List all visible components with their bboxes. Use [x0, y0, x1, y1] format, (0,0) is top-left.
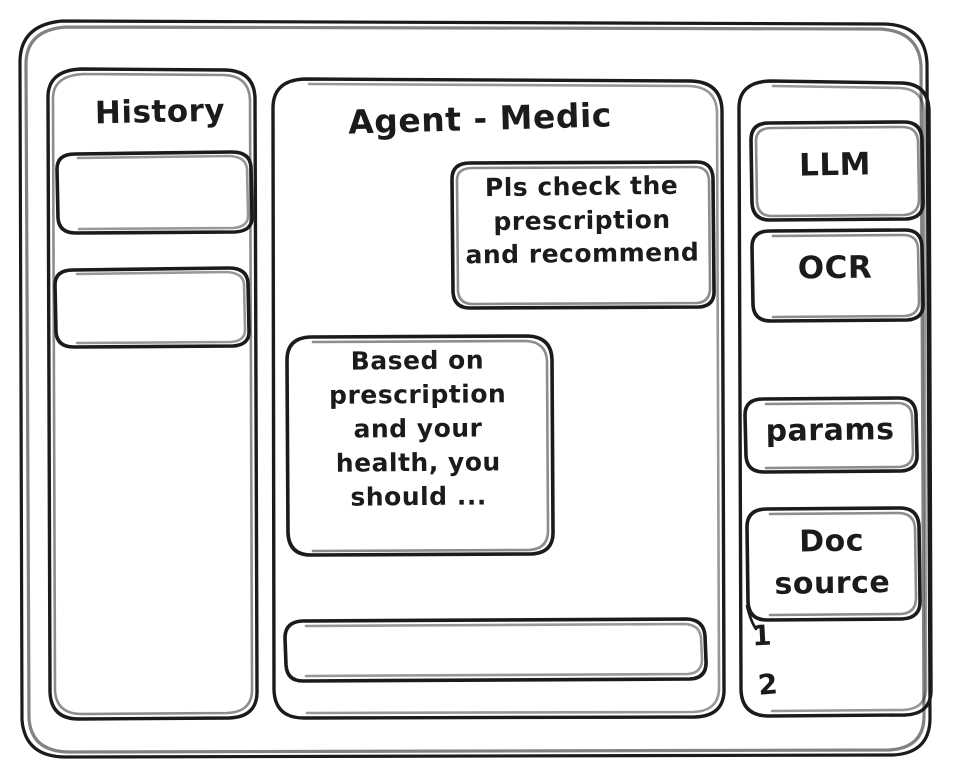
ocr-button[interactable]	[752, 230, 924, 321]
history-item-1[interactable]	[57, 152, 253, 234]
llm-button[interactable]	[751, 122, 924, 220]
assistant-message-bubble[interactable]	[287, 336, 554, 555]
message-input[interactable]	[285, 619, 707, 681]
doc-source-button[interactable]	[747, 508, 921, 620]
history-item-2[interactable]	[55, 268, 250, 348]
user-message-bubble[interactable]	[452, 162, 715, 308]
params-button[interactable]	[745, 398, 918, 472]
